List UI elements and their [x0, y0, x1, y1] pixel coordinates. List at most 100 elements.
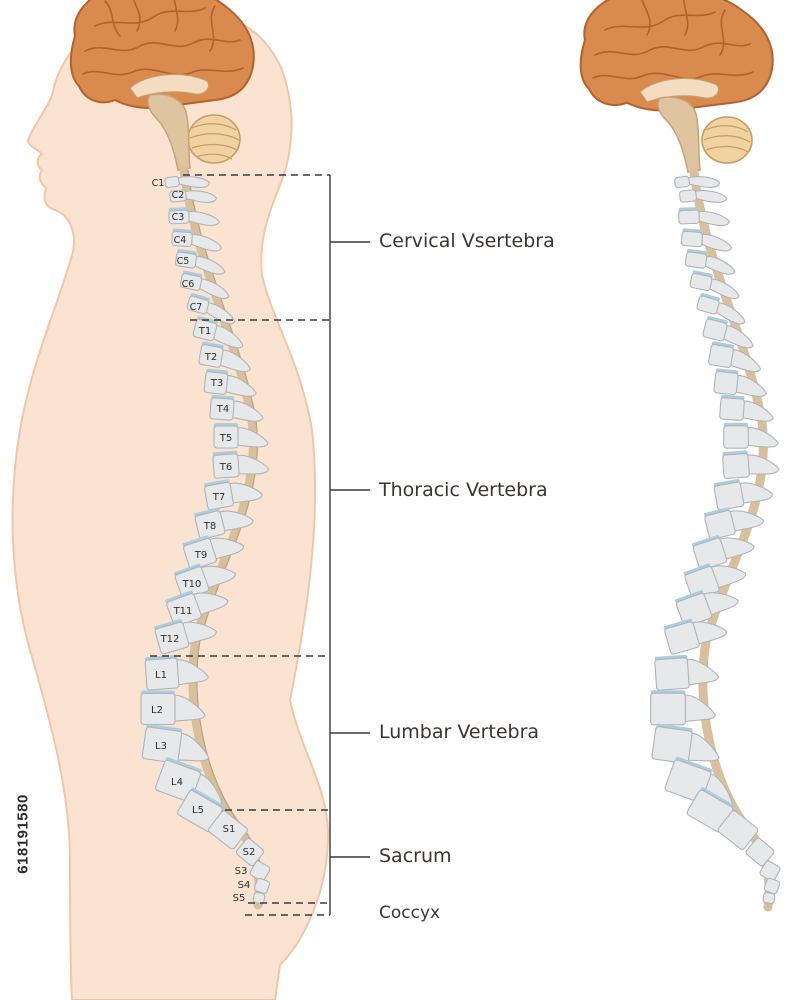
vertebra-label: T10 [182, 579, 202, 590]
spinous-process [175, 732, 210, 762]
sacrum-label: Sacrum [379, 845, 452, 867]
vertebra-label: T11 [173, 606, 193, 617]
lumbar-vertebra-label: Lumbar Vertebra [379, 721, 540, 743]
vertebral-body [209, 397, 235, 421]
vertebral-body [684, 251, 708, 269]
cervical-vertebra-label: Cervical Vsertebra [379, 230, 555, 252]
spinous-process [701, 592, 739, 616]
vertebra [763, 877, 781, 895]
left-figure: C1C2C3C4C5C6C7T1T2T3T4T5T6T7T8T9T10T11T1… [11, 0, 330, 1000]
spinous-process [203, 301, 236, 325]
spinous-process [690, 621, 728, 646]
spinous-process [709, 565, 747, 590]
spinous-process [702, 255, 736, 275]
vertebra [173, 563, 236, 600]
intervertebral-disc [190, 787, 225, 809]
brain-right [579, 0, 774, 112]
spinous-process [183, 190, 218, 203]
vertebra [182, 535, 245, 570]
vertebra-label: L4 [171, 777, 183, 788]
spinous-process [696, 211, 730, 226]
vertebra [713, 479, 774, 511]
vertebra [679, 189, 728, 203]
stock-id-text: 618191580 [14, 794, 32, 874]
vertebra [717, 810, 759, 850]
vertebra [651, 723, 720, 764]
spinous-process [685, 732, 720, 762]
vertebral-body [144, 657, 180, 691]
vertebra [713, 368, 767, 397]
vertebral-body [203, 371, 229, 395]
vertebra [171, 228, 223, 252]
spinous-process [198, 565, 236, 589]
spinous-process [714, 301, 746, 325]
body-silhouette [11, 3, 330, 1000]
vertebra [252, 892, 266, 904]
spinous-process [728, 348, 762, 373]
spinous-process [235, 454, 270, 475]
vertebra-label: S5 [233, 893, 246, 904]
vertebra [249, 860, 271, 882]
spinous-process [693, 190, 728, 203]
vertebral-body [194, 510, 226, 540]
vertebral-body [704, 510, 736, 540]
vertebra [674, 175, 721, 189]
spinous-process [175, 176, 211, 188]
vertebral-body [759, 860, 781, 882]
vertebra [723, 422, 779, 449]
vertebra [194, 507, 254, 540]
vertebra-label: C3 [172, 212, 185, 223]
vertebral-body [192, 318, 218, 342]
spinous-process [682, 694, 716, 723]
spinous-process [745, 427, 779, 448]
vertebra [762, 891, 776, 905]
thoracic-vertebra-label: Thoracic Vertebra [379, 479, 548, 501]
vertebra-label: T6 [219, 462, 232, 473]
vertebra [174, 248, 226, 275]
vertebra [203, 479, 263, 511]
cerebellum-right [701, 116, 753, 164]
spinous-process [218, 349, 251, 373]
vertebra [141, 723, 210, 764]
vertebral-body [722, 453, 750, 479]
vertebra [165, 590, 229, 627]
vertebra-label: C1 [152, 178, 165, 189]
spinous-process [684, 658, 720, 686]
vertebral-body [679, 189, 697, 203]
vertebra-label: L2 [151, 705, 163, 716]
vertebral-body [252, 892, 266, 904]
vertebral-body [708, 343, 734, 369]
region-brackets [150, 174, 370, 916]
vertebral-body [762, 891, 776, 905]
vertebral-body [674, 175, 690, 189]
spinous-process [235, 427, 269, 448]
spinous-process [223, 374, 257, 397]
vertebra [203, 368, 257, 397]
vertebra [164, 175, 211, 189]
vertebral-body [179, 273, 203, 291]
vertebra [703, 507, 764, 540]
vertebra-label: C5 [177, 256, 190, 267]
vertebral-body [174, 251, 198, 269]
vertebra [154, 619, 217, 655]
vertebral-body [171, 230, 193, 248]
vertebra-label: S4 [238, 880, 251, 891]
spinous-process [721, 324, 754, 349]
vertebra [654, 654, 720, 691]
vertebral-body [164, 175, 180, 189]
spinous-process [207, 537, 245, 561]
vertebral-body [689, 272, 713, 292]
vertebra [722, 450, 780, 479]
intervertebral-disc [700, 787, 735, 809]
spinous-process [172, 694, 206, 723]
vertebra [745, 837, 775, 867]
spinous-process [707, 278, 740, 300]
spinous-process [737, 482, 774, 504]
vertebral-body [204, 481, 234, 511]
vertebral-body [651, 726, 693, 764]
vertebra [144, 655, 209, 691]
vertebra [675, 590, 739, 628]
vertebral-body [763, 877, 781, 895]
spinous-process [740, 400, 774, 422]
vertebral-body [650, 692, 686, 726]
